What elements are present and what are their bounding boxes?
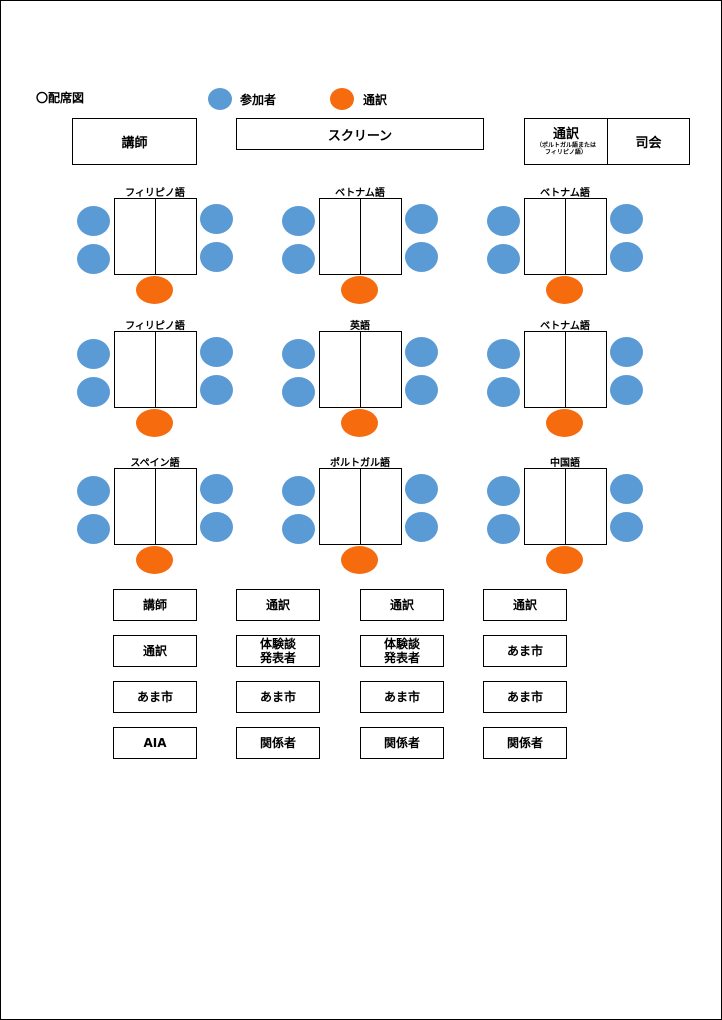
name-badge: 関係者 bbox=[236, 727, 320, 759]
name-badge: あま市 bbox=[360, 681, 444, 713]
name-badge: あま市 bbox=[483, 681, 567, 713]
participant-seat bbox=[282, 206, 315, 236]
interpreter-seat bbox=[546, 546, 583, 574]
participant-seat bbox=[487, 377, 520, 407]
name-badge: 通訳 bbox=[360, 589, 444, 621]
interpreter-seat bbox=[341, 546, 378, 574]
table-language-label: ベトナム語 bbox=[540, 188, 590, 199]
name-badge: 関係者 bbox=[483, 727, 567, 759]
participant-seat bbox=[77, 377, 110, 407]
participant-seat bbox=[610, 512, 643, 542]
interpreter-box-note: （ポルトガル語または フィリピノ語） bbox=[535, 142, 596, 156]
participant-seat bbox=[405, 242, 438, 272]
mc-label: 司会 bbox=[635, 136, 662, 151]
interpreter-seat bbox=[136, 409, 173, 437]
name-badge: 通訳 bbox=[113, 635, 197, 667]
interpreter-legend-label: 通訳 bbox=[363, 93, 388, 107]
participant-seat bbox=[405, 512, 438, 542]
table-divider bbox=[360, 468, 361, 545]
screen-box: スクリーン bbox=[236, 118, 484, 150]
participant-seat bbox=[77, 339, 110, 369]
participant-seat bbox=[610, 375, 643, 405]
participant-seat bbox=[200, 242, 233, 272]
table-language-label: フィリピノ語 bbox=[125, 188, 185, 199]
page-title: 〇配席図 bbox=[36, 91, 85, 105]
table-language-label: スペイン語 bbox=[130, 458, 180, 469]
participant-seat bbox=[610, 474, 643, 504]
table-language-label: フィリピノ語 bbox=[125, 321, 185, 332]
participant-seat bbox=[200, 337, 233, 367]
participant-seat bbox=[200, 204, 233, 234]
mc-box: 司会 bbox=[607, 118, 690, 165]
participant-seat bbox=[405, 474, 438, 504]
participant-seat bbox=[487, 339, 520, 369]
table-divider bbox=[565, 198, 566, 275]
participant-seat bbox=[282, 244, 315, 274]
participant-seat bbox=[487, 476, 520, 506]
participant-seat bbox=[282, 514, 315, 544]
participant-seat bbox=[77, 514, 110, 544]
participant-seat bbox=[282, 339, 315, 369]
lecturer-box: 講師 bbox=[72, 118, 197, 165]
interpreter-box-title: 通訳 bbox=[552, 127, 579, 142]
table-divider bbox=[360, 331, 361, 408]
name-badge: AIA bbox=[113, 727, 197, 759]
participant-seat bbox=[77, 206, 110, 236]
participant-legend-dot bbox=[208, 88, 232, 110]
participant-seat bbox=[610, 204, 643, 234]
interpreter-seat bbox=[341, 409, 378, 437]
participant-seat bbox=[487, 514, 520, 544]
name-badge: 関係者 bbox=[360, 727, 444, 759]
participant-seat bbox=[282, 476, 315, 506]
participant-seat bbox=[77, 244, 110, 274]
screen-label: スクリーン bbox=[327, 128, 393, 144]
interpreter-seat bbox=[136, 276, 173, 304]
participant-seat bbox=[487, 206, 520, 236]
participant-seat bbox=[200, 375, 233, 405]
table-divider bbox=[155, 468, 156, 545]
table-divider bbox=[565, 331, 566, 408]
name-badge: あま市 bbox=[483, 635, 567, 667]
participant-seat bbox=[200, 512, 233, 542]
participant-seat bbox=[77, 476, 110, 506]
table-divider bbox=[565, 468, 566, 545]
participant-seat bbox=[610, 242, 643, 272]
name-badge: あま市 bbox=[236, 681, 320, 713]
participant-seat bbox=[200, 474, 233, 504]
interpreter-seat bbox=[546, 276, 583, 304]
lecturer-label: 講師 bbox=[121, 136, 148, 151]
table-language-label: 中国語 bbox=[550, 458, 580, 469]
name-badge: あま市 bbox=[113, 681, 197, 713]
table-language-label: 英語 bbox=[350, 321, 370, 332]
table-language-label: ベトナム語 bbox=[335, 188, 385, 199]
participant-seat bbox=[405, 375, 438, 405]
table-divider bbox=[155, 331, 156, 408]
interpreter-seat bbox=[546, 409, 583, 437]
participant-seat bbox=[487, 244, 520, 274]
interpreter-seat bbox=[341, 276, 378, 304]
participant-seat bbox=[405, 204, 438, 234]
interpreter-seat bbox=[136, 546, 173, 574]
name-badge: 通訳 bbox=[483, 589, 567, 621]
participant-seat bbox=[405, 337, 438, 367]
table-language-label: ベトナム語 bbox=[540, 321, 590, 332]
table-divider bbox=[360, 198, 361, 275]
table-language-label: ポルトガル語 bbox=[330, 458, 390, 469]
name-badge: 通訳 bbox=[236, 589, 320, 621]
name-badge: 講師 bbox=[113, 589, 197, 621]
name-badge: 体験談 発表者 bbox=[236, 635, 320, 667]
interpreter-box: 通訳 （ポルトガル語または フィリピノ語） bbox=[524, 118, 608, 165]
participant-seat bbox=[610, 337, 643, 367]
participant-legend-label: 参加者 bbox=[240, 93, 277, 107]
name-badge: 体験談 発表者 bbox=[360, 635, 444, 667]
interpreter-legend-dot bbox=[330, 88, 354, 110]
participant-seat bbox=[282, 377, 315, 407]
table-divider bbox=[155, 198, 156, 275]
